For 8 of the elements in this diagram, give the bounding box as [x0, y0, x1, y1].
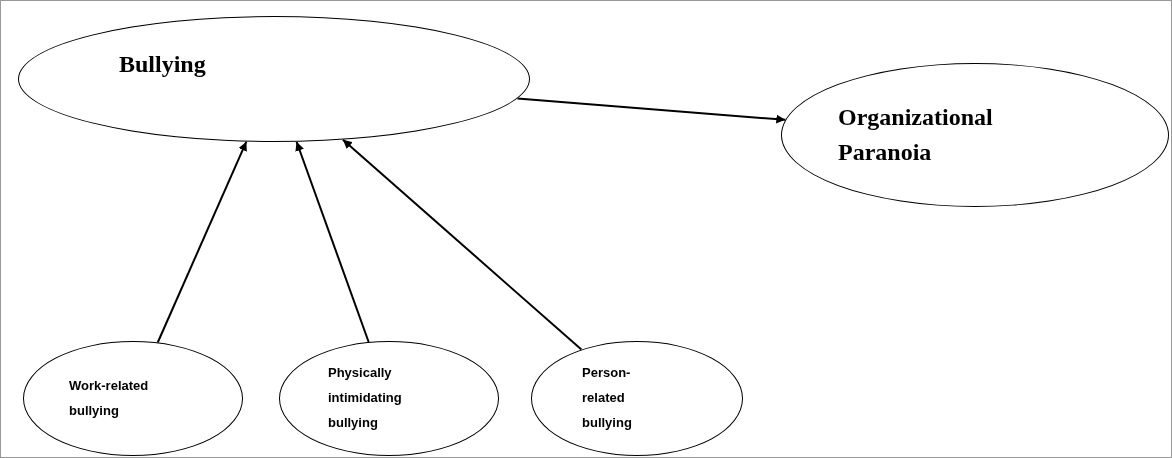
arrow — [341, 138, 583, 351]
node-label: Work-related bullying — [69, 376, 150, 420]
node-label: Physically intimidating bullying — [328, 364, 403, 432]
arrow — [516, 97, 787, 124]
node-label: Organizational Paranoia — [838, 103, 994, 167]
node-label: Person-related bullying — [582, 364, 633, 432]
arrow — [295, 140, 370, 343]
node-label: Bullying — [119, 50, 206, 79]
